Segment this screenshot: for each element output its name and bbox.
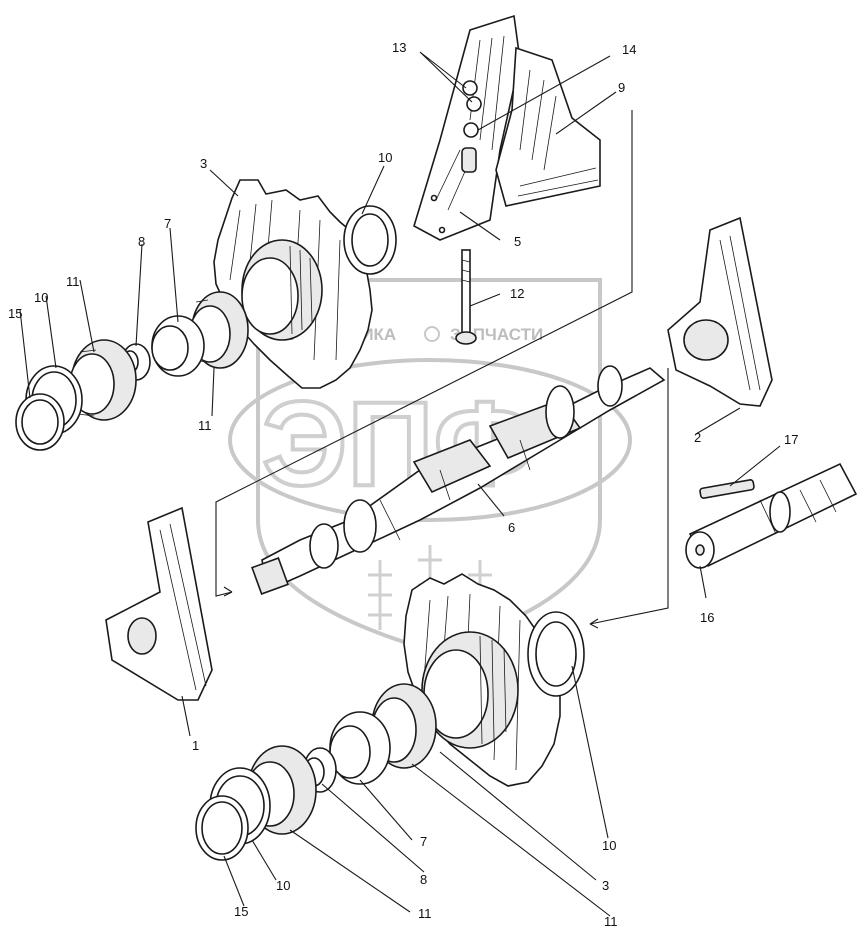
sprocket-3-bottom xyxy=(403,573,561,787)
callout-6: 6 xyxy=(508,520,515,535)
callout-11-bottom-a: 11 xyxy=(418,906,432,921)
gear-icon xyxy=(424,326,440,342)
arrow-head-left xyxy=(223,586,233,597)
callout-13: 13 xyxy=(392,40,406,55)
bracket-plate-9 xyxy=(495,46,601,207)
sprocket-3-top xyxy=(213,179,373,389)
alignment-line-left xyxy=(215,110,633,597)
callout-labels: 1 2 3 3 5 6 7 7 8 8 9 10 10 10 10 11 11 … xyxy=(8,40,798,929)
callout-10-top-left: 10 xyxy=(34,290,48,305)
arrow-head-right xyxy=(589,618,599,629)
washer-13-a xyxy=(462,80,478,96)
callout-11-top-a: 11 xyxy=(66,274,80,289)
cup-7-top xyxy=(151,315,205,377)
bolt-12 xyxy=(455,249,477,345)
callout-8-top: 8 xyxy=(138,234,145,249)
snap-ring-10-bottom-right xyxy=(527,611,585,697)
callout-15-top: 15 xyxy=(8,306,22,321)
callout-7-bottom: 7 xyxy=(420,834,427,849)
callout-1: 1 xyxy=(192,738,199,753)
snap-ring-10-top-right xyxy=(343,205,397,275)
callout-3-top: 3 xyxy=(200,156,207,171)
callout-7-top: 7 xyxy=(164,216,171,231)
callout-15-bottom: 15 xyxy=(234,904,248,919)
callout-12: 12 xyxy=(510,286,524,301)
arm-2 xyxy=(667,216,773,407)
lower-bearing-stack xyxy=(195,683,437,861)
callout-11-bottom-b: 11 xyxy=(604,914,618,929)
callout-2: 2 xyxy=(694,430,701,445)
bushing-14 xyxy=(461,147,477,173)
callout-9: 9 xyxy=(618,80,625,95)
watermark-ellipse xyxy=(228,358,632,522)
washer-14 xyxy=(463,122,479,138)
callout-3-bottom: 3 xyxy=(602,878,609,893)
snap-ring-15-bottom xyxy=(195,795,249,861)
arm-1 xyxy=(105,506,213,701)
callout-8-bottom: 8 xyxy=(420,872,427,887)
shaft-6-key-block xyxy=(412,439,492,494)
callout-11-top-b: 11 xyxy=(198,418,212,433)
callout-10-top-right: 10 xyxy=(378,150,392,165)
callout-17: 17 xyxy=(784,432,798,447)
alignment-line-right xyxy=(589,368,669,625)
callout-14: 14 xyxy=(622,42,636,57)
key-17 xyxy=(699,479,755,499)
snap-ring-15-top xyxy=(15,393,65,451)
callout-16: 16 xyxy=(700,610,714,625)
callout-5: 5 xyxy=(514,234,521,249)
shaft-6 xyxy=(251,365,666,595)
shaft-16 xyxy=(685,462,858,569)
alignment-lines xyxy=(215,110,669,629)
callout-10-bottom-right: 10 xyxy=(602,838,616,853)
callout-10-bottom-left: 10 xyxy=(276,878,290,893)
upper-bearing-stack xyxy=(15,291,249,451)
cup-7-bottom xyxy=(329,711,391,785)
bracket-plate-5 xyxy=(413,14,521,241)
leader-lines xyxy=(19,51,781,917)
